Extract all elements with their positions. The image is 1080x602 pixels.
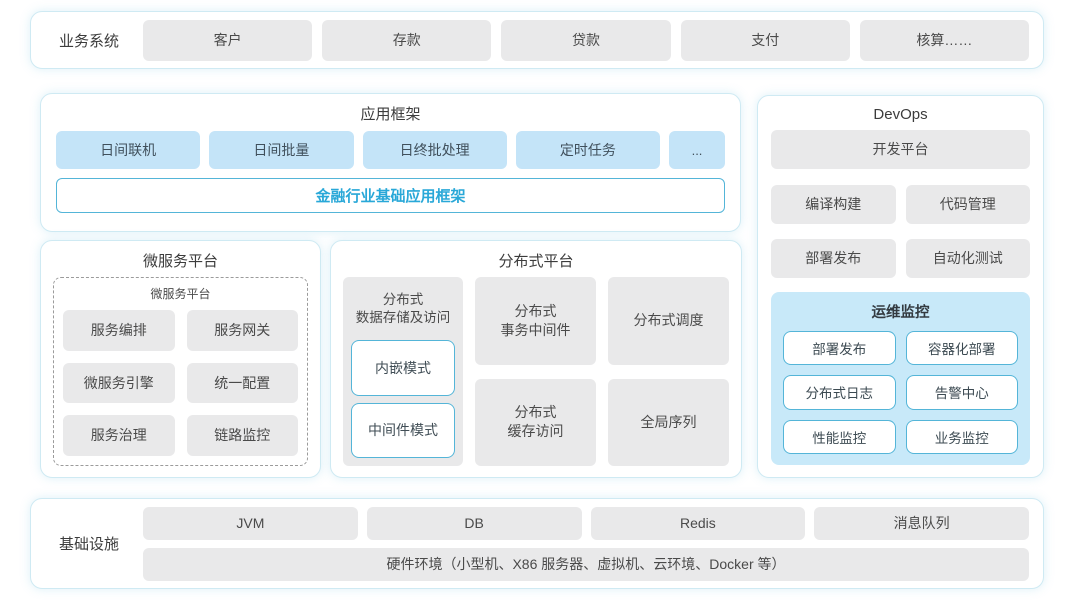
devops-grid: 编译构建 代码管理 部署发布 自动化测试 xyxy=(771,185,1030,278)
monitor-box-business: 业务监控 xyxy=(905,419,1018,454)
devops-dev-platform: 开发平台 xyxy=(771,130,1030,169)
appfw-box-daytime-online: 日间联机 xyxy=(56,131,201,169)
infrastructure-panel: 基础设施 JVM DB Redis 消息队列 硬件环境（小型机、X86 服务器、… xyxy=(30,498,1044,589)
business-systems-panel: 业务系统 客户 存款 贷款 支付 核算…… xyxy=(30,11,1044,69)
infra-box-redis: Redis xyxy=(590,506,806,540)
storage-embedded-mode: 内嵌模式 xyxy=(351,340,455,396)
microservice-platform-panel: 微服务平台 微服务平台 服务编排 服务网关 微服务引擎 统一配置 服务治理 链路… xyxy=(40,240,321,478)
micro-box-orchestration: 服务编排 xyxy=(63,310,175,351)
application-framework-panel: 应用框架 日间联机 日间批量 日终批处理 定时任务 ... 金融行业基础应用框架 xyxy=(40,93,741,232)
distributed-platform-title: 分布式平台 xyxy=(498,253,574,270)
devops-box-deploy: 部署发布 xyxy=(771,239,896,278)
micro-box-gateway: 服务网关 xyxy=(186,310,298,351)
ops-monitoring-panel: 运维监控 部署发布 容器化部署 分布式日志 告警中心 性能监控 业务监控 xyxy=(771,292,1030,465)
biz-box-deposit: 存款 xyxy=(322,19,492,61)
devops-box-auto-test: 自动化测试 xyxy=(905,239,1030,278)
business-systems-label: 业务系统 xyxy=(58,32,119,50)
dist-box-transaction-middleware: 分布式 事务中间件 xyxy=(475,277,596,365)
biz-box-payment: 支付 xyxy=(680,19,850,61)
infra-box-mq: 消息队列 xyxy=(814,506,1029,540)
infrastructure-row: JVM DB Redis 消息队列 xyxy=(143,506,1029,540)
devops-box-build: 编译构建 xyxy=(771,185,896,224)
infrastructure-label: 基础设施 xyxy=(58,536,119,553)
appfw-box-scheduled-task: 定时任务 xyxy=(515,131,660,169)
micro-box-tracing: 链路监控 xyxy=(186,415,298,456)
appfw-box-daytime-batch: 日间批量 xyxy=(209,131,354,169)
devops-title: DevOps xyxy=(873,106,928,123)
monitor-box-deploy-release: 部署发布 xyxy=(783,331,896,366)
storage-middleware-mode: 中间件模式 xyxy=(351,402,455,458)
devops-panel: DevOps 开发平台 编译构建 代码管理 部署发布 自动化测试 运维监控 部署… xyxy=(757,95,1044,478)
application-framework-title: 应用框架 xyxy=(360,106,421,123)
micro-box-governance: 服务治理 xyxy=(63,415,175,456)
microservice-inner-title: 微服务平台 xyxy=(150,287,211,301)
distributed-platform-panel: 分布式平台 分布式 数据存储及访问 内嵌模式 中间件模式 分布式 事务中间件 分… xyxy=(330,240,742,478)
dist-box-scheduling: 分布式调度 xyxy=(608,277,729,365)
application-framework-row: 日间联机 日间批量 日终批处理 定时任务 ... xyxy=(56,131,725,169)
dist-box-global-sequence: 全局序列 xyxy=(608,378,729,466)
micro-box-engine: 微服务引擎 xyxy=(63,362,175,404)
infrastructure-content: JVM DB Redis 消息队列 硬件环境（小型机、X86 服务器、虚拟机、云… xyxy=(143,506,1029,581)
distributed-storage-label: 分布式 数据存储及访问 xyxy=(355,291,451,325)
financial-base-framework-bar: 金融行业基础应用框架 xyxy=(56,178,725,213)
biz-box-accounting: 核算…… xyxy=(859,19,1030,61)
microservice-inner-box: 微服务平台 服务编排 服务网关 微服务引擎 统一配置 服务治理 链路监控 xyxy=(53,277,308,466)
micro-box-config: 统一配置 xyxy=(186,362,298,404)
devops-box-code-mgmt: 代码管理 xyxy=(905,185,1030,224)
monitor-box-performance: 性能监控 xyxy=(783,419,896,454)
hardware-environment-bar: 硬件环境（小型机、X86 服务器、虚拟机、云环境、Docker 等） xyxy=(143,547,1029,581)
ops-monitoring-title: 运维监控 xyxy=(871,305,930,321)
monitor-box-alert-center: 告警中心 xyxy=(905,375,1018,410)
dist-box-cache-access: 分布式 缓存访问 xyxy=(475,378,596,466)
distributed-storage-box: 分布式 数据存储及访问 内嵌模式 中间件模式 xyxy=(343,277,463,466)
infra-box-db: DB xyxy=(366,506,582,540)
ops-monitoring-grid: 部署发布 容器化部署 分布式日志 告警中心 性能监控 业务监控 xyxy=(783,331,1018,454)
infra-box-jvm: JVM xyxy=(143,506,358,540)
biz-box-customer: 客户 xyxy=(143,19,313,61)
distributed-content: 分布式 数据存储及访问 内嵌模式 中间件模式 分布式 事务中间件 分布式 缓存访… xyxy=(343,277,729,466)
monitor-box-container-deploy: 容器化部署 xyxy=(905,331,1018,366)
microservice-grid: 服务编排 服务网关 微服务引擎 统一配置 服务治理 链路监控 xyxy=(63,310,298,456)
distributed-col-right: 分布式调度 全局序列 xyxy=(608,277,729,466)
microservice-platform-title: 微服务平台 xyxy=(142,253,218,270)
distributed-col-middle: 分布式 事务中间件 分布式 缓存访问 xyxy=(475,277,596,466)
monitor-box-distributed-log: 分布式日志 xyxy=(783,375,896,410)
biz-box-loan: 贷款 xyxy=(501,19,671,61)
appfw-box-ellipsis: ... xyxy=(669,131,725,169)
appfw-box-eod-batch: 日终批处理 xyxy=(362,131,507,169)
